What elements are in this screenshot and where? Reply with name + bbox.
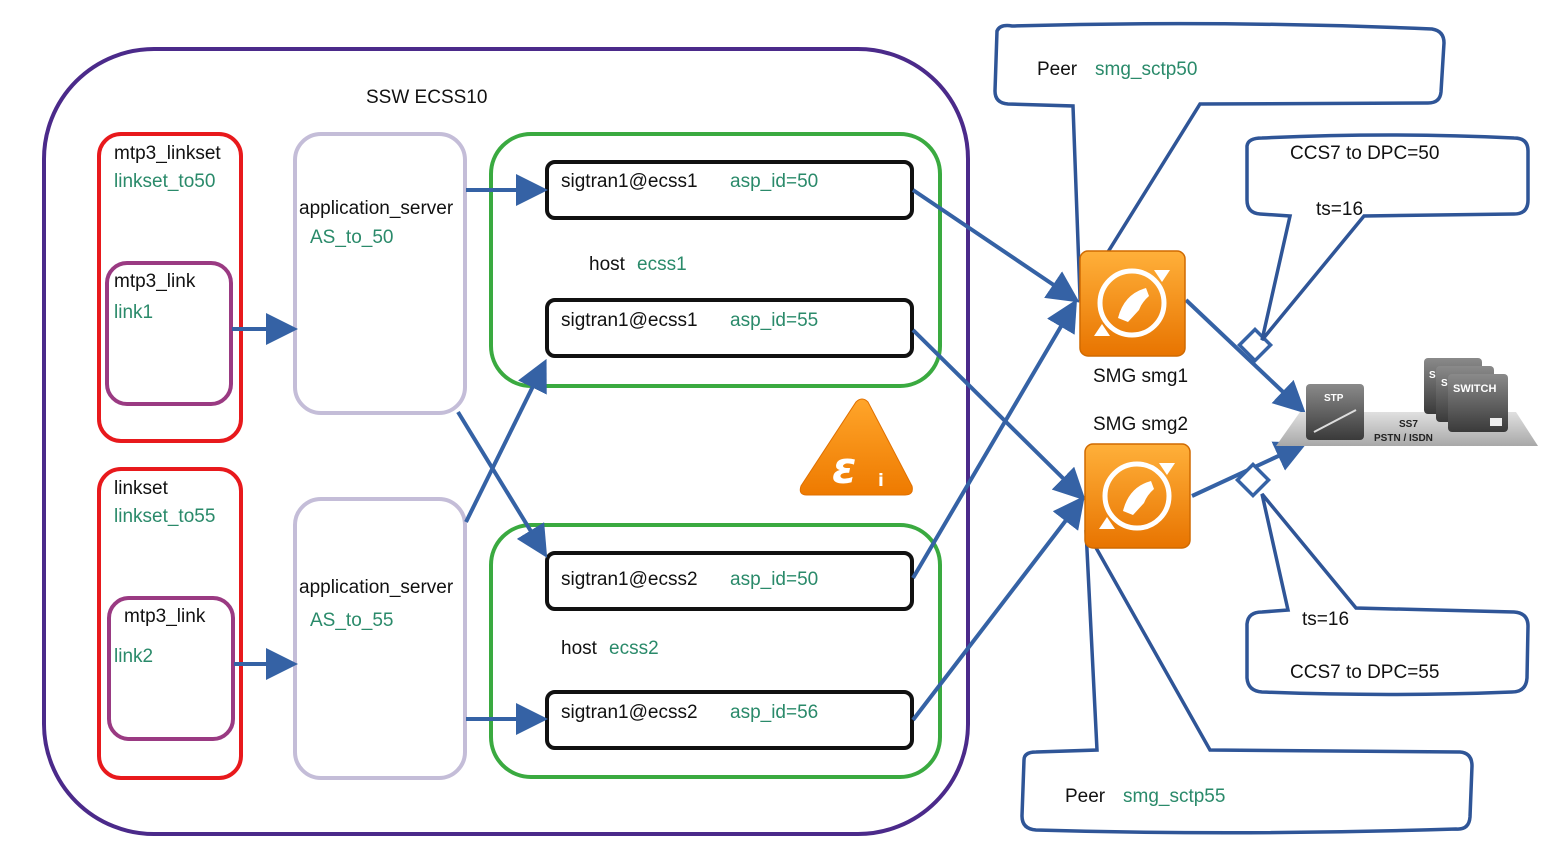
asp-ecss2-50-id: asp_id=50: [730, 569, 818, 590]
ss7-network-icon: STP S S SWITCH SS7 PSTN / ISDN: [1276, 358, 1538, 446]
host-ecss2-box: [489, 523, 942, 779]
linkset-2-box: [97, 467, 243, 780]
arrow-as1-to-asp-ecss2-50: [456, 410, 548, 558]
host-ecss1-value: ecss1: [637, 254, 687, 275]
application-server-2-box: [293, 497, 467, 780]
link-2-box: [107, 596, 235, 741]
asp-ecss1-50-id: asp_id=50: [730, 171, 818, 192]
peer2-value: smg_sctp55: [1123, 786, 1225, 807]
ccs2-title: CCS7 to DPC=55: [1290, 662, 1439, 683]
switch-label: SWITCH: [1453, 383, 1496, 395]
link-1-value: link1: [114, 302, 153, 323]
ecss-logo-icon: ε i: [799, 398, 913, 496]
svg-text:i: i: [878, 471, 884, 491]
application-server-1-value: AS_to_50: [310, 227, 393, 248]
asp-ecss2-56-id: asp_id=56: [730, 702, 818, 723]
linkset-1-box: [97, 132, 243, 443]
application-server-2-value: AS_to_55: [310, 610, 393, 631]
linkset-1-value: linkset_to50: [114, 171, 215, 192]
application-server-1-label: application_server: [299, 198, 454, 219]
arrow-asp-ecss1-55-to-smg2: [911, 328, 1086, 501]
smg2-device-icon: [1084, 443, 1191, 549]
application-server-2-label: application_server: [299, 577, 454, 598]
link-1-label: mtp3_link: [114, 271, 196, 292]
host-ecss1-box: [489, 132, 942, 388]
peer1-value: smg_sctp50: [1095, 59, 1197, 80]
host-ecss2-value: ecss2: [609, 638, 659, 659]
host-ecss2-label: host: [561, 638, 598, 659]
arrow-smg1-to-stp: [1184, 298, 1306, 414]
ssw-title: SSW ECSS10: [366, 87, 487, 108]
asp-ecss2-50-box: [545, 551, 914, 611]
svg-text:ε: ε: [832, 443, 857, 494]
smg2-label: SMG smg2: [1093, 414, 1188, 435]
stp-node-icon: [1306, 384, 1364, 440]
smg1-label: SMG smg1: [1093, 366, 1188, 387]
peer-smg-sctp55-callout: [1020, 529, 1474, 835]
host-ecss1-label: host: [589, 254, 626, 275]
ccs7-dpc50-callout: [1245, 133, 1530, 342]
asp-ecss1-55-box: [545, 298, 914, 358]
application-server-1-box: [293, 132, 467, 415]
link-2-value: link2: [114, 646, 153, 667]
asp-ecss1-50-name: sigtran1@ecss1: [561, 171, 698, 192]
linkset-2-value: linkset_to55: [114, 506, 215, 527]
smg1-device-icon: [1079, 250, 1186, 357]
peer1-label: Peer: [1037, 59, 1078, 80]
ccs1-title: CCS7 to DPC=50: [1290, 143, 1439, 164]
asp-ecss2-56-name: sigtran1@ecss2: [561, 702, 698, 723]
stp-label: STP: [1324, 393, 1344, 404]
svg-text:S: S: [1441, 378, 1448, 389]
link-diamond-2-icon: [1234, 461, 1272, 499]
arrow-asp-ecss2-56-to-smg2: [911, 495, 1085, 722]
asp-ecss2-50-name: sigtran1@ecss2: [561, 569, 698, 590]
switch-node-icon: [1448, 374, 1508, 432]
arrow-asp-ecss2-50-to-smg1: [911, 299, 1078, 580]
ccs1-ts: ts=16: [1316, 199, 1363, 220]
svg-text:S: S: [1429, 370, 1436, 381]
peer-smg-sctp50-callout: [993, 21, 1446, 303]
ss7-label: SS7: [1399, 419, 1418, 430]
link-2-label: mtp3_link: [124, 606, 206, 627]
link-1-box: [105, 261, 233, 406]
asp-ecss1-55-id: asp_id=55: [730, 310, 818, 331]
arrow-as2-to-asp-ecss1-55: [464, 358, 547, 523]
linkset-1-label: mtp3_linkset: [114, 143, 221, 164]
peer2-label: Peer: [1065, 786, 1106, 807]
asp-ecss1-55-name: sigtran1@ecss1: [561, 310, 698, 331]
arrow-asp-ecss1-50-to-smg1: [911, 188, 1080, 303]
ssw-ecss10-container: [42, 47, 970, 836]
pstn-isdn-label: PSTN / ISDN: [1374, 433, 1433, 444]
ccs2-ts: ts=16: [1302, 609, 1349, 630]
ccs7-dpc55-callout: [1245, 492, 1530, 697]
linkset-2-label: linkset: [114, 478, 169, 499]
